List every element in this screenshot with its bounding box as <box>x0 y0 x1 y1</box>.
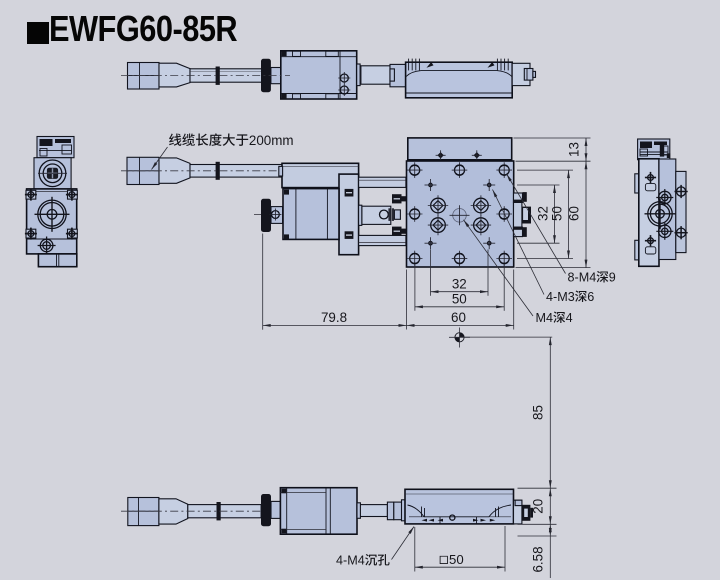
stage-body-top-view <box>404 61 514 99</box>
dim-50-v: 50 <box>550 206 565 221</box>
view-left-end <box>24 135 78 268</box>
stage-base-strip <box>406 137 513 161</box>
drawing-title: EWFG60-85R <box>27 8 269 49</box>
view-top-side <box>121 49 537 100</box>
title-bullet-square-icon <box>27 22 49 44</box>
small-bolt <box>656 222 674 240</box>
leader-labels: 200mm 8-M4 9 4-M3 6 M4 4 4-M4 <box>151 133 616 568</box>
adjust-knob-top-view <box>261 58 271 93</box>
dim-60-h: 60 <box>451 310 466 325</box>
svg-text:4-M3: 4-M3 <box>546 290 575 304</box>
dim-50-h: 50 <box>452 292 467 307</box>
motor-body-top-view <box>279 49 358 100</box>
hole-center-m4 <box>449 205 470 226</box>
label-8-m4: 8-M4 9 <box>568 271 616 285</box>
view-right-end <box>634 138 688 268</box>
corner-bolt <box>65 227 78 240</box>
dim-20: 20 <box>531 499 546 514</box>
corner-bolt <box>24 188 37 201</box>
svg-text:9: 9 <box>609 271 616 285</box>
dim-85: 85 <box>531 405 546 420</box>
plate-right-boss <box>512 192 531 238</box>
adjust-knob-plan-view <box>261 198 271 232</box>
dim-60-v: 60 <box>567 206 582 221</box>
label-4-m3: 4-M3 6 <box>546 290 594 304</box>
dim-square-50: 50 <box>439 552 464 567</box>
page-title: EWFG60-85R <box>49 8 238 49</box>
corner-bolt <box>644 235 657 255</box>
dim-32-h: 32 <box>452 277 467 292</box>
svg-text:50: 50 <box>449 552 464 567</box>
label-m4-center: M4 4 <box>536 311 573 325</box>
motor-body-plan-view <box>282 187 340 241</box>
dim-32-v: 32 <box>536 206 551 221</box>
dimension-lines: 13 60 50 32 32 50 60 79.8 85 20 6.58 50 <box>262 137 591 578</box>
svg-text:8-M4: 8-M4 <box>568 271 597 285</box>
stage-body-bottom-view <box>404 488 515 525</box>
svg-text:4: 4 <box>566 311 573 325</box>
bolt-marks <box>674 184 688 240</box>
dim-13: 13 <box>567 142 582 157</box>
view-bottom-side <box>121 486 533 536</box>
label-4-m4-cbore: 4-M4 <box>336 554 390 568</box>
small-bolt <box>656 189 674 206</box>
corner-bolt <box>24 227 37 240</box>
svg-text:4-M4: 4-M4 <box>336 554 365 568</box>
adjust-knob-bottom-view <box>261 494 271 527</box>
label-cable-note: 200mm <box>169 133 294 148</box>
flange-screw <box>338 72 351 96</box>
connector-top-view <box>126 61 191 90</box>
corner-bolt <box>644 171 657 192</box>
corner-bolt <box>65 188 78 201</box>
dim-79-8: 79.8 <box>321 310 347 325</box>
motor-body-bottom-view <box>279 486 358 536</box>
dim-6-58: 6.58 <box>531 546 546 572</box>
svg-text:200mm: 200mm <box>249 133 294 148</box>
svg-text:M4: M4 <box>536 311 554 325</box>
svg-text:6: 6 <box>587 290 594 304</box>
view-plan <box>121 137 531 268</box>
